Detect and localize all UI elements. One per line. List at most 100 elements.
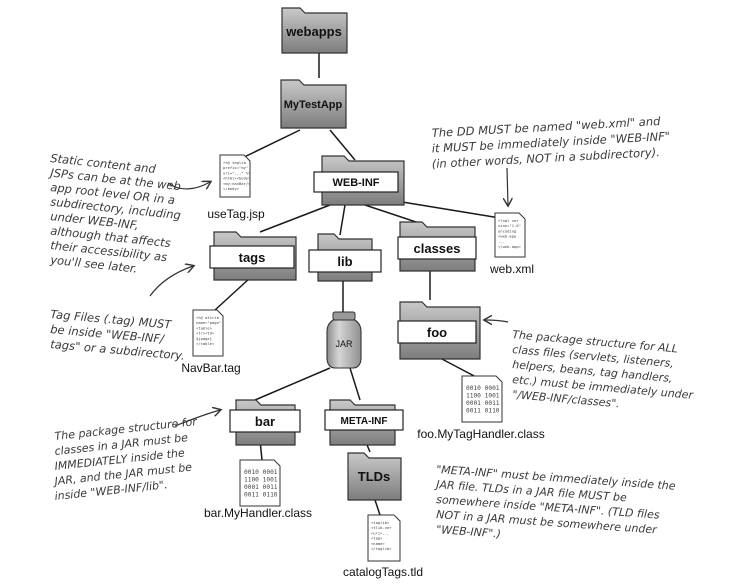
file-content-line: 1100 1001 [466,393,500,400]
connector-jar-bar [254,367,331,401]
file-content-line: encoding [498,228,516,233]
connector-foo-class [439,357,479,379]
arrow-pkg-to-foo [485,320,509,322]
file-content-line: 0010 0001 [466,385,500,392]
file-content-line: 0001 0011 [244,484,278,491]
jar-file[interactable]: JAR [326,311,362,369]
file-content-line: <taglib> [371,520,390,525]
connector-tags-navbar [214,277,251,311]
file-content-line: uri="..." %> [223,170,251,175]
tree-connectors [214,50,501,516]
connector-webinf-webxml [389,199,501,219]
file-content-line: sion="1.0" [498,223,521,228]
folder-label: foo [427,325,447,340]
file-content-line: prefix="my" [223,165,248,170]
folder-label-box [324,409,404,431]
folder-webinf[interactable]: WEB-INF [313,155,405,206]
folder-label-box [308,249,382,273]
file-content-line: <tr><td> [196,331,215,336]
file-content-line: ${page} [196,336,212,341]
folder-bar[interactable]: bar [229,399,301,446]
file-content-line: </taglib> [371,546,392,551]
folder-icon [347,452,402,501]
jar-lid [332,311,356,321]
folder-metainf[interactable]: META-INF [324,399,404,446]
folder-webapps[interactable]: webapps [281,7,348,54]
file-content-line: <tlib-ver [371,525,392,530]
connector-webinf-lib [339,204,346,236]
file-webxml[interactable]: <?xml version="1.0"encoding<web-app...</… [489,212,534,276]
arrow-static-to-usetag [167,182,210,189]
folder-mytestapp[interactable]: MyTestApp [280,79,347,129]
folder-icon [280,79,347,129]
folder-foo[interactable]: foo [397,301,481,360]
file-content-line: 0010 0001 [244,469,278,476]
file-content-line: <web-app [498,234,517,239]
folder-label: TLDs [358,469,391,484]
folder-classes[interactable]: classes [397,221,477,272]
file-label: useTag.jsp [207,207,265,221]
file-content-line: <?xml ver [498,218,519,223]
folder-label: bar [255,414,275,429]
document-lines: <taglib><tlib-ver<uri>...<tag><name></ta… [371,520,392,551]
file-content-line: </table> [196,341,215,346]
file-content-line: 0011 0110 [244,492,278,499]
arrow-tag-to-tags [149,266,193,297]
note-line: "WEB-INF".) [436,523,502,540]
arrow-dd-to-webxml [507,167,508,205]
folder-lib[interactable]: lib [308,233,382,282]
document-icon [192,309,224,357]
file-content-line: ... [498,239,505,244]
file-content-line: </web-app> [498,244,522,249]
file-content-line: <my:navBar/> [223,181,251,186]
file-label: catalogTags.tld [343,565,423,579]
folder-label: tags [239,250,266,265]
folder-label: lib [337,254,352,269]
file-content-line: 0011 0110 [466,408,500,415]
note-arrows [149,167,509,427]
folder-label: classes [414,241,461,256]
folder-tags[interactable]: tags [209,231,297,281]
document-lines: <%@ attribname="page"<table><tr><td>${pa… [196,315,221,346]
file-navbar[interactable]: <%@ attribname="page"<table><tr><td>${pa… [181,309,241,375]
document-icon [219,154,251,198]
file-content-line: 1100 1001 [244,477,278,484]
folder-label: MyTestApp [284,99,343,111]
folder-tlds[interactable]: TLDs [347,452,402,501]
folder-label-box [229,409,301,433]
connector-tlds-catalog [374,499,381,516]
connector-mytestapp-usetag [237,129,301,161]
folder-label: META-INF [340,416,387,427]
file-content-line: <uri>... [371,530,389,535]
folder-label-box [209,245,295,269]
folder-label: webapps [285,24,342,39]
document-lines: <?xml version="1.0"encoding<web-app...</… [498,218,522,249]
file-label: web.xml [489,262,534,276]
connector-mytestapp-webinf [329,129,356,161]
file-content-line: name="page" [196,320,221,325]
arrow-jar-to-bar [174,410,220,427]
class-file-icon [461,375,503,423]
folder-label-box [397,236,477,260]
file-content-line: <table> [196,325,213,330]
connector-jar-metainf [349,367,361,401]
file-content-line: <name> [371,541,385,546]
file-catalog-tld[interactable]: <taglib><tlib-ver<uri>...<tag><name></ta… [343,514,423,579]
file-content-line: <%@ taglib [223,160,247,165]
jar-icon [326,319,362,369]
file-label: bar.MyHandler.class [204,506,312,520]
file-label: NavBar.tag [181,361,240,375]
document-icon [367,514,401,562]
file-content-line: <%@ attrib [196,315,220,320]
file-content-line: <html><body> [223,176,251,181]
